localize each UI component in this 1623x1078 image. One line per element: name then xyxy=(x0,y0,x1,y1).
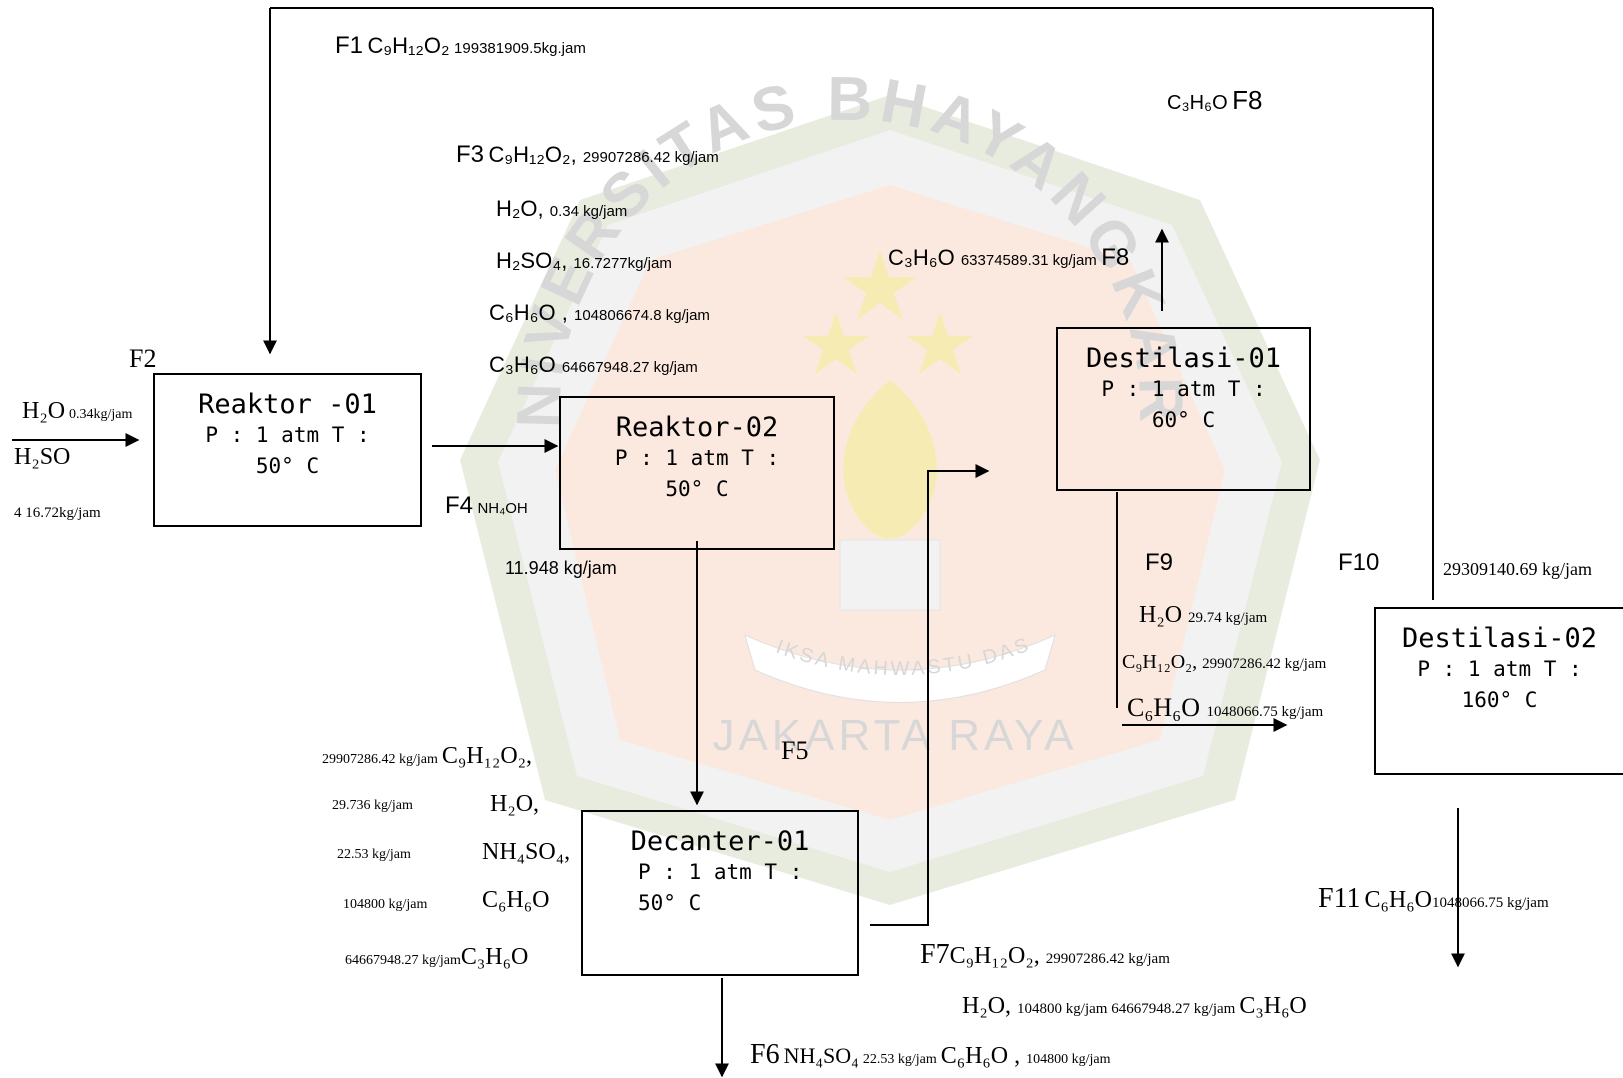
f3-h2o-flow: 0.34 kg/jam xyxy=(549,203,628,220)
f3-c6-flow: 104806674.8 kg/jam xyxy=(573,307,710,324)
decanter-01-box: Decanter-01 P : 1 atm T : 50° C xyxy=(581,810,859,976)
f5-row-2-formula: H₂O, xyxy=(490,791,540,817)
f8-top-line: C₃H₆O F8 xyxy=(1167,87,1262,113)
destilasi-01-box: Destilasi-01 P : 1 atm T : 60° C xyxy=(1056,327,1311,491)
f3-c6: C₆H₆O , xyxy=(489,300,574,325)
f5-row-5: 64667948.27 kg/jamC₃H₆O xyxy=(345,945,528,969)
f4-flow: 11.948 kg/jam xyxy=(505,558,617,578)
f1-formula: C₉H₁₂O₂ xyxy=(367,33,450,58)
f8-top-formula: C₃H₆O xyxy=(1167,92,1228,114)
f3-tag: F3 xyxy=(456,141,485,168)
f7-c9: C₉H₁₂O₂, xyxy=(949,943,1046,969)
f11-line: F11 C₆H₆O1048066.75 kg/jam xyxy=(1318,885,1549,913)
f6-line: F6 NH₄SO₄ 22.53 kg/jam C₆H₆O , 104800 kg… xyxy=(750,1041,1111,1069)
f3-c3-flow: 64667948.27 kg/jam xyxy=(561,359,698,376)
destilasi-02-title: Destilasi-02 xyxy=(1401,623,1598,654)
f5-row-3-flow: 22.53 kg/jam xyxy=(337,847,411,862)
f9-c6: C₆H₆O xyxy=(1127,693,1207,722)
f7-c3: C₃H₆O xyxy=(1239,993,1307,1019)
f2-tag: F2 xyxy=(129,344,157,373)
f4-line: F4 NH₄OH xyxy=(445,494,528,518)
f9-tag: F9 xyxy=(1145,549,1174,576)
f3-h2so4-line: H₂SO₄, 16.7277kg/jam xyxy=(496,250,672,272)
f9-h2o-flow: 29.74 kg/jam xyxy=(1188,610,1268,626)
f3-c9: C₉H₁₂O₂, xyxy=(488,142,583,167)
f5-row-5-formula: C₃H₆O xyxy=(460,944,529,970)
f9-c6-flow: 1048066.75 kg/jam xyxy=(1206,704,1324,720)
f8-top-tag: F8 xyxy=(1232,85,1263,115)
f2-h2o: H₂O xyxy=(22,398,66,424)
destilasi-02-conditions: P : 1 atm T : 160° C xyxy=(1417,657,1582,712)
f7-c9-line: F7C₉H₁₂O₂, 29907286.42 kg/jam xyxy=(920,941,1170,969)
reaktor-02-title: Reaktor-02 xyxy=(615,412,779,443)
f4-formula: NH₄OH xyxy=(477,500,528,517)
destilasi-01-title: Destilasi-01 xyxy=(1085,343,1282,374)
f6-tag: F6 xyxy=(750,1039,780,1070)
f6-flow-2: 104800 kg/jam xyxy=(1026,1052,1111,1067)
f6-flow-1: 22.53 kg/jam xyxy=(862,1052,937,1067)
reaktor-01-conditions: P : 1 atm T : 50° C xyxy=(205,423,370,478)
f3-h2so4: H₂SO₄, xyxy=(496,248,574,273)
reaktor-02-box: Reaktor-02 P : 1 atm T : 50° C xyxy=(559,396,835,550)
f10-flow: 29309140.69 kg/jam xyxy=(1443,559,1592,579)
f5-tag: F5 xyxy=(781,736,809,765)
decanter-01-title: Decanter-01 xyxy=(630,826,810,857)
f2-h2o-flow: 0.34kg/jam xyxy=(69,407,133,422)
reaktor-01-box: Reaktor -01 P : 1 atm T : 50° C xyxy=(153,373,422,527)
f1-flow: 199381909.5kg.jam xyxy=(454,40,586,57)
f4-tag: F4 xyxy=(445,492,474,519)
f11-flow: 1048066.75 kg/jam xyxy=(1431,895,1549,911)
stream-f7-arrow xyxy=(870,464,990,926)
f8-flow: 63374589.31 kg/jam xyxy=(960,252,1097,269)
f5-row-5-flow: 64667948.27 kg/jam xyxy=(345,953,461,968)
f3-h2o: H₂O, xyxy=(496,196,550,221)
f10-tag: F10 xyxy=(1338,549,1380,576)
f5-row-4-flow: 104800 kg/jam xyxy=(343,897,428,912)
f7-h2o: H₂O, xyxy=(962,993,1018,1019)
f5-row-3-formula: NH₄SO₄, xyxy=(482,839,571,865)
f7-h2o-flow: 104800 kg/jam 64667948.27 kg/jam xyxy=(1017,1001,1236,1017)
f3-c3: C₃H₆O xyxy=(489,354,562,377)
f5-row-1-formula: C₉H₁₂O₂, xyxy=(441,743,533,769)
destilasi-02-box: Destilasi-02 P : 1 atm T : 160° C xyxy=(1374,607,1623,775)
f11-tag: F11 xyxy=(1318,883,1361,914)
f11-formula: C₆H₆O xyxy=(1364,887,1432,913)
f1-tag: F1 xyxy=(335,32,364,59)
f5-row-1-flow: 29907286.42 kg/jam xyxy=(322,752,438,767)
reaktor-01-title: Reaktor -01 xyxy=(198,389,377,420)
f7-tag: F7 xyxy=(920,939,950,970)
f9-c6-line: C₆H₆O 1048066.75 kg/jam xyxy=(1127,695,1323,721)
reaktor-02-conditions: P : 1 atm T : 50° C xyxy=(614,446,780,501)
f8-formula: C₃H₆O xyxy=(888,245,961,270)
f9-h2o-line: H₂O 29.74 kg/jam xyxy=(1139,603,1267,627)
f2-h2so-cont: 4 16.72kg/jam xyxy=(14,505,101,521)
f9-c9-flow: 29907286.42 kg/jam xyxy=(1202,656,1327,672)
f3-c3-line: C₃H₆O 64667948.27 kg/jam xyxy=(489,354,698,378)
f3-h2so4-flow: 16.7277kg/jam xyxy=(573,255,672,272)
f9-h2o: H₂O xyxy=(1139,602,1189,628)
f7-h2o-line: H₂O, 104800 kg/jam 64667948.27 kg/jam C₃… xyxy=(962,994,1307,1018)
f9-c9-line: C₉H₁₂O₂, 29907286.42 kg/jam xyxy=(1122,652,1326,672)
f6-formula-2: C₆H₆O , xyxy=(940,1043,1027,1069)
f8-line: C₃H₆O 63374589.31 kg/jam F8 xyxy=(888,246,1129,270)
f5-row-4-formula: C₆H₆O xyxy=(482,887,550,913)
f3-c6-line: C₆H₆O , 104806674.8 kg/jam xyxy=(489,302,710,324)
f5-row-1: 29907286.42 kg/jam C₉H₁₂O₂, xyxy=(322,744,532,768)
f3-c9-flow: 29907286.42 kg/jam xyxy=(582,149,719,166)
stream-f1-label: F1 C₉H₁₂O₂ 199381909.5kg.jam xyxy=(335,34,586,58)
f3-h2o-line: H₂O, 0.34 kg/jam xyxy=(496,198,627,220)
f8-tag: F8 xyxy=(1101,244,1130,271)
f7-c9-flow: 29907286.42 kg/jam xyxy=(1045,951,1170,967)
destilasi-01-conditions: P : 1 atm T : 60° C xyxy=(1101,377,1266,432)
f5-row-2-flow: 29.736 kg/jam xyxy=(332,798,413,813)
f6-formula-1: NH₄SO₄ xyxy=(783,1043,859,1068)
f3-c9-line: F3 C₉H₁₂O₂, 29907286.42 kg/jam xyxy=(456,143,719,167)
f9-c9: C₉H₁₂O₂, xyxy=(1122,651,1203,673)
f2-h2o-line: H₂O 0.34kg/jam xyxy=(22,399,132,423)
f2-h2so: H₂SO xyxy=(14,444,71,470)
decanter-01-conditions: P : 1 atm T : 50° C xyxy=(638,860,803,915)
